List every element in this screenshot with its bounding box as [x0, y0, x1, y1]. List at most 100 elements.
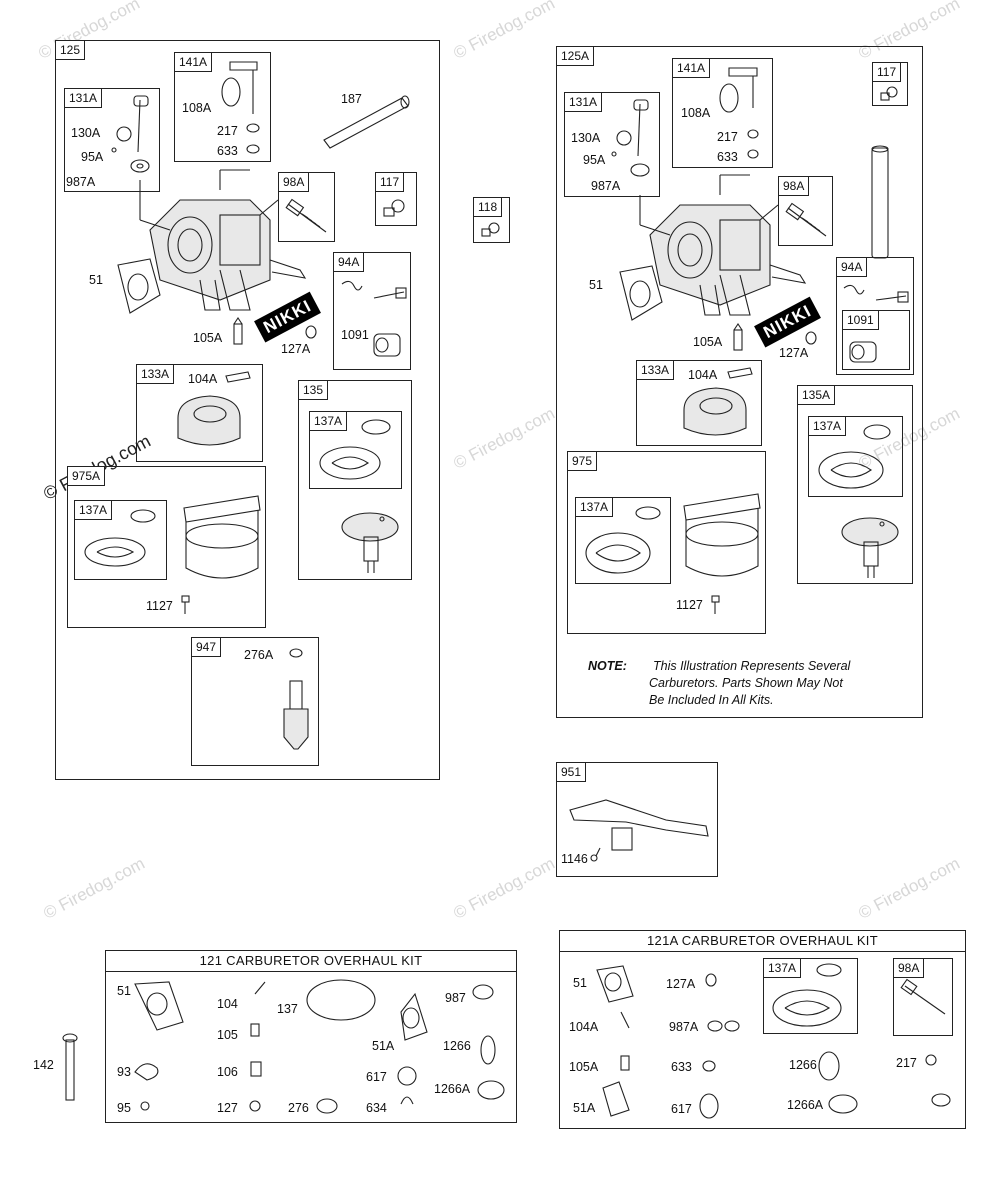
part-label: 127A: [666, 977, 696, 991]
part-label: 127: [217, 1101, 238, 1115]
part-label: 106: [217, 1065, 238, 1079]
box-tag: 125: [56, 41, 86, 60]
box-tag: 135A: [798, 386, 836, 405]
watermark: © Firedog.com: [855, 853, 963, 923]
assembly-box-125a: 125A: [556, 46, 923, 718]
note-line: Carburetors. Parts Shown May Not: [649, 676, 843, 690]
part-label: 987A: [591, 179, 621, 193]
box-tag: 947: [192, 638, 222, 657]
box-tag: 98A: [279, 173, 310, 192]
box-tag: 141A: [673, 59, 711, 78]
part-label: 127A: [779, 346, 809, 360]
kit-121a-box: 121A CARBURETOR OVERHAUL KIT: [559, 930, 966, 1129]
float-icon: [177, 371, 251, 446]
carburetor-body-icon: [639, 174, 807, 316]
fuel-solenoid-icon: [283, 648, 309, 750]
subassembly-975: 975: [567, 451, 766, 634]
subassembly-137a: 137A: [763, 958, 858, 1034]
box-tag: 98A: [779, 177, 810, 196]
box-tag: 131A: [565, 93, 603, 112]
part-label: 95A: [583, 153, 606, 167]
part-label: 617: [366, 1070, 387, 1084]
throttle-shaft-icon: [221, 61, 260, 154]
subassembly-141a: 141A: [174, 52, 271, 162]
part-label: 93: [117, 1065, 131, 1079]
note-line: This Illustration Represents Several: [653, 659, 851, 673]
part-label: 108A: [681, 106, 711, 120]
box-tag: 133A: [637, 361, 675, 380]
fuel-bowl-plate-icon: [341, 512, 399, 573]
kit-121a-parts-icon: [596, 963, 951, 1119]
box-tag: 975: [568, 452, 598, 471]
part-label: 1146: [561, 852, 588, 866]
subassembly-131a: 131A: [64, 88, 160, 192]
fuel-bowl-icon: [183, 495, 261, 579]
box-tag: 94A: [334, 253, 365, 272]
box-tag: 118: [474, 198, 503, 217]
subassembly-117: 117: [375, 172, 417, 226]
fuel-pipe-icon: [871, 145, 889, 259]
watermark: © Firedog.com: [450, 403, 558, 473]
part-label: 51A: [372, 1039, 395, 1053]
part-label: 1266A: [434, 1082, 471, 1096]
subassembly-131a: 131A: [564, 92, 660, 197]
subassembly-975a: 975A: [67, 466, 266, 628]
kit-121-parts-icon: [134, 979, 505, 1114]
part-label: 1127: [146, 599, 173, 613]
subassembly-98a: 98A: [893, 958, 953, 1036]
mixture-screw-icon: [285, 198, 327, 233]
throttle-shaft-icon: [719, 67, 759, 159]
float-icon: [683, 367, 753, 436]
box-tag: 117: [376, 173, 405, 192]
part-label: 217: [217, 124, 238, 138]
note-label: NOTE:: [588, 659, 627, 673]
screw-icon: [383, 199, 405, 217]
subassembly-135a: 135A: [797, 385, 913, 584]
gasket-icon: [619, 265, 663, 321]
shaft-icon: [62, 1033, 78, 1101]
part-label: 51: [573, 976, 587, 990]
box-tag: 137A: [576, 498, 614, 517]
box-tag: 1091: [843, 311, 879, 330]
needle-valve-icon: [233, 317, 243, 345]
linkage-lever-icon: [569, 799, 709, 862]
watermark: © Firedog.com: [40, 853, 148, 923]
gasket-set-icon: [818, 424, 891, 489]
box-tag: 117: [873, 63, 902, 82]
bolt-icon: [711, 595, 720, 614]
part-label: 104A: [188, 372, 218, 386]
kit-title: 121 CARBURETOR OVERHAUL KIT: [106, 951, 516, 972]
box-tag: 141A: [175, 53, 213, 72]
box-tag: 951: [557, 763, 587, 782]
subassembly-98a: 98A: [778, 176, 833, 246]
subassembly-951: 951: [556, 762, 718, 877]
clip-icon: [805, 331, 817, 345]
clip-icon: [305, 325, 317, 339]
subassembly-133a: 133A: [636, 360, 762, 446]
part-label: 633: [217, 144, 238, 158]
part-label: 1266: [443, 1039, 471, 1053]
part-label: 217: [896, 1056, 917, 1070]
box-tag: 137A: [764, 959, 802, 978]
gasket-set-icon: [585, 506, 661, 574]
part-label: 51: [117, 984, 131, 998]
part-label: 51A: [573, 1101, 596, 1115]
part-label: 105: [217, 1028, 238, 1042]
box-tag: 133A: [137, 365, 175, 384]
box-tag: 975A: [68, 467, 106, 486]
part-label: 617: [671, 1102, 692, 1116]
part-label: 137: [277, 1002, 298, 1016]
kit-121-box: 121 CARBURETOR OVERHAUL KIT: [105, 950, 517, 1123]
solenoid-icon: [843, 284, 909, 363]
part-label: 104: [217, 997, 238, 1011]
screw-icon: [880, 86, 898, 101]
part-label: 105A: [569, 1060, 599, 1074]
screw-icon: [481, 222, 500, 237]
part-label: 95A: [81, 150, 104, 164]
box-tag: 135: [299, 381, 329, 400]
part-label: 987: [445, 991, 466, 1005]
assembly-box-125: 125: [55, 40, 440, 780]
box-tag: 125A: [557, 47, 595, 66]
box-tag: 94A: [837, 258, 868, 277]
subassembly-98a: 98A: [278, 172, 335, 242]
